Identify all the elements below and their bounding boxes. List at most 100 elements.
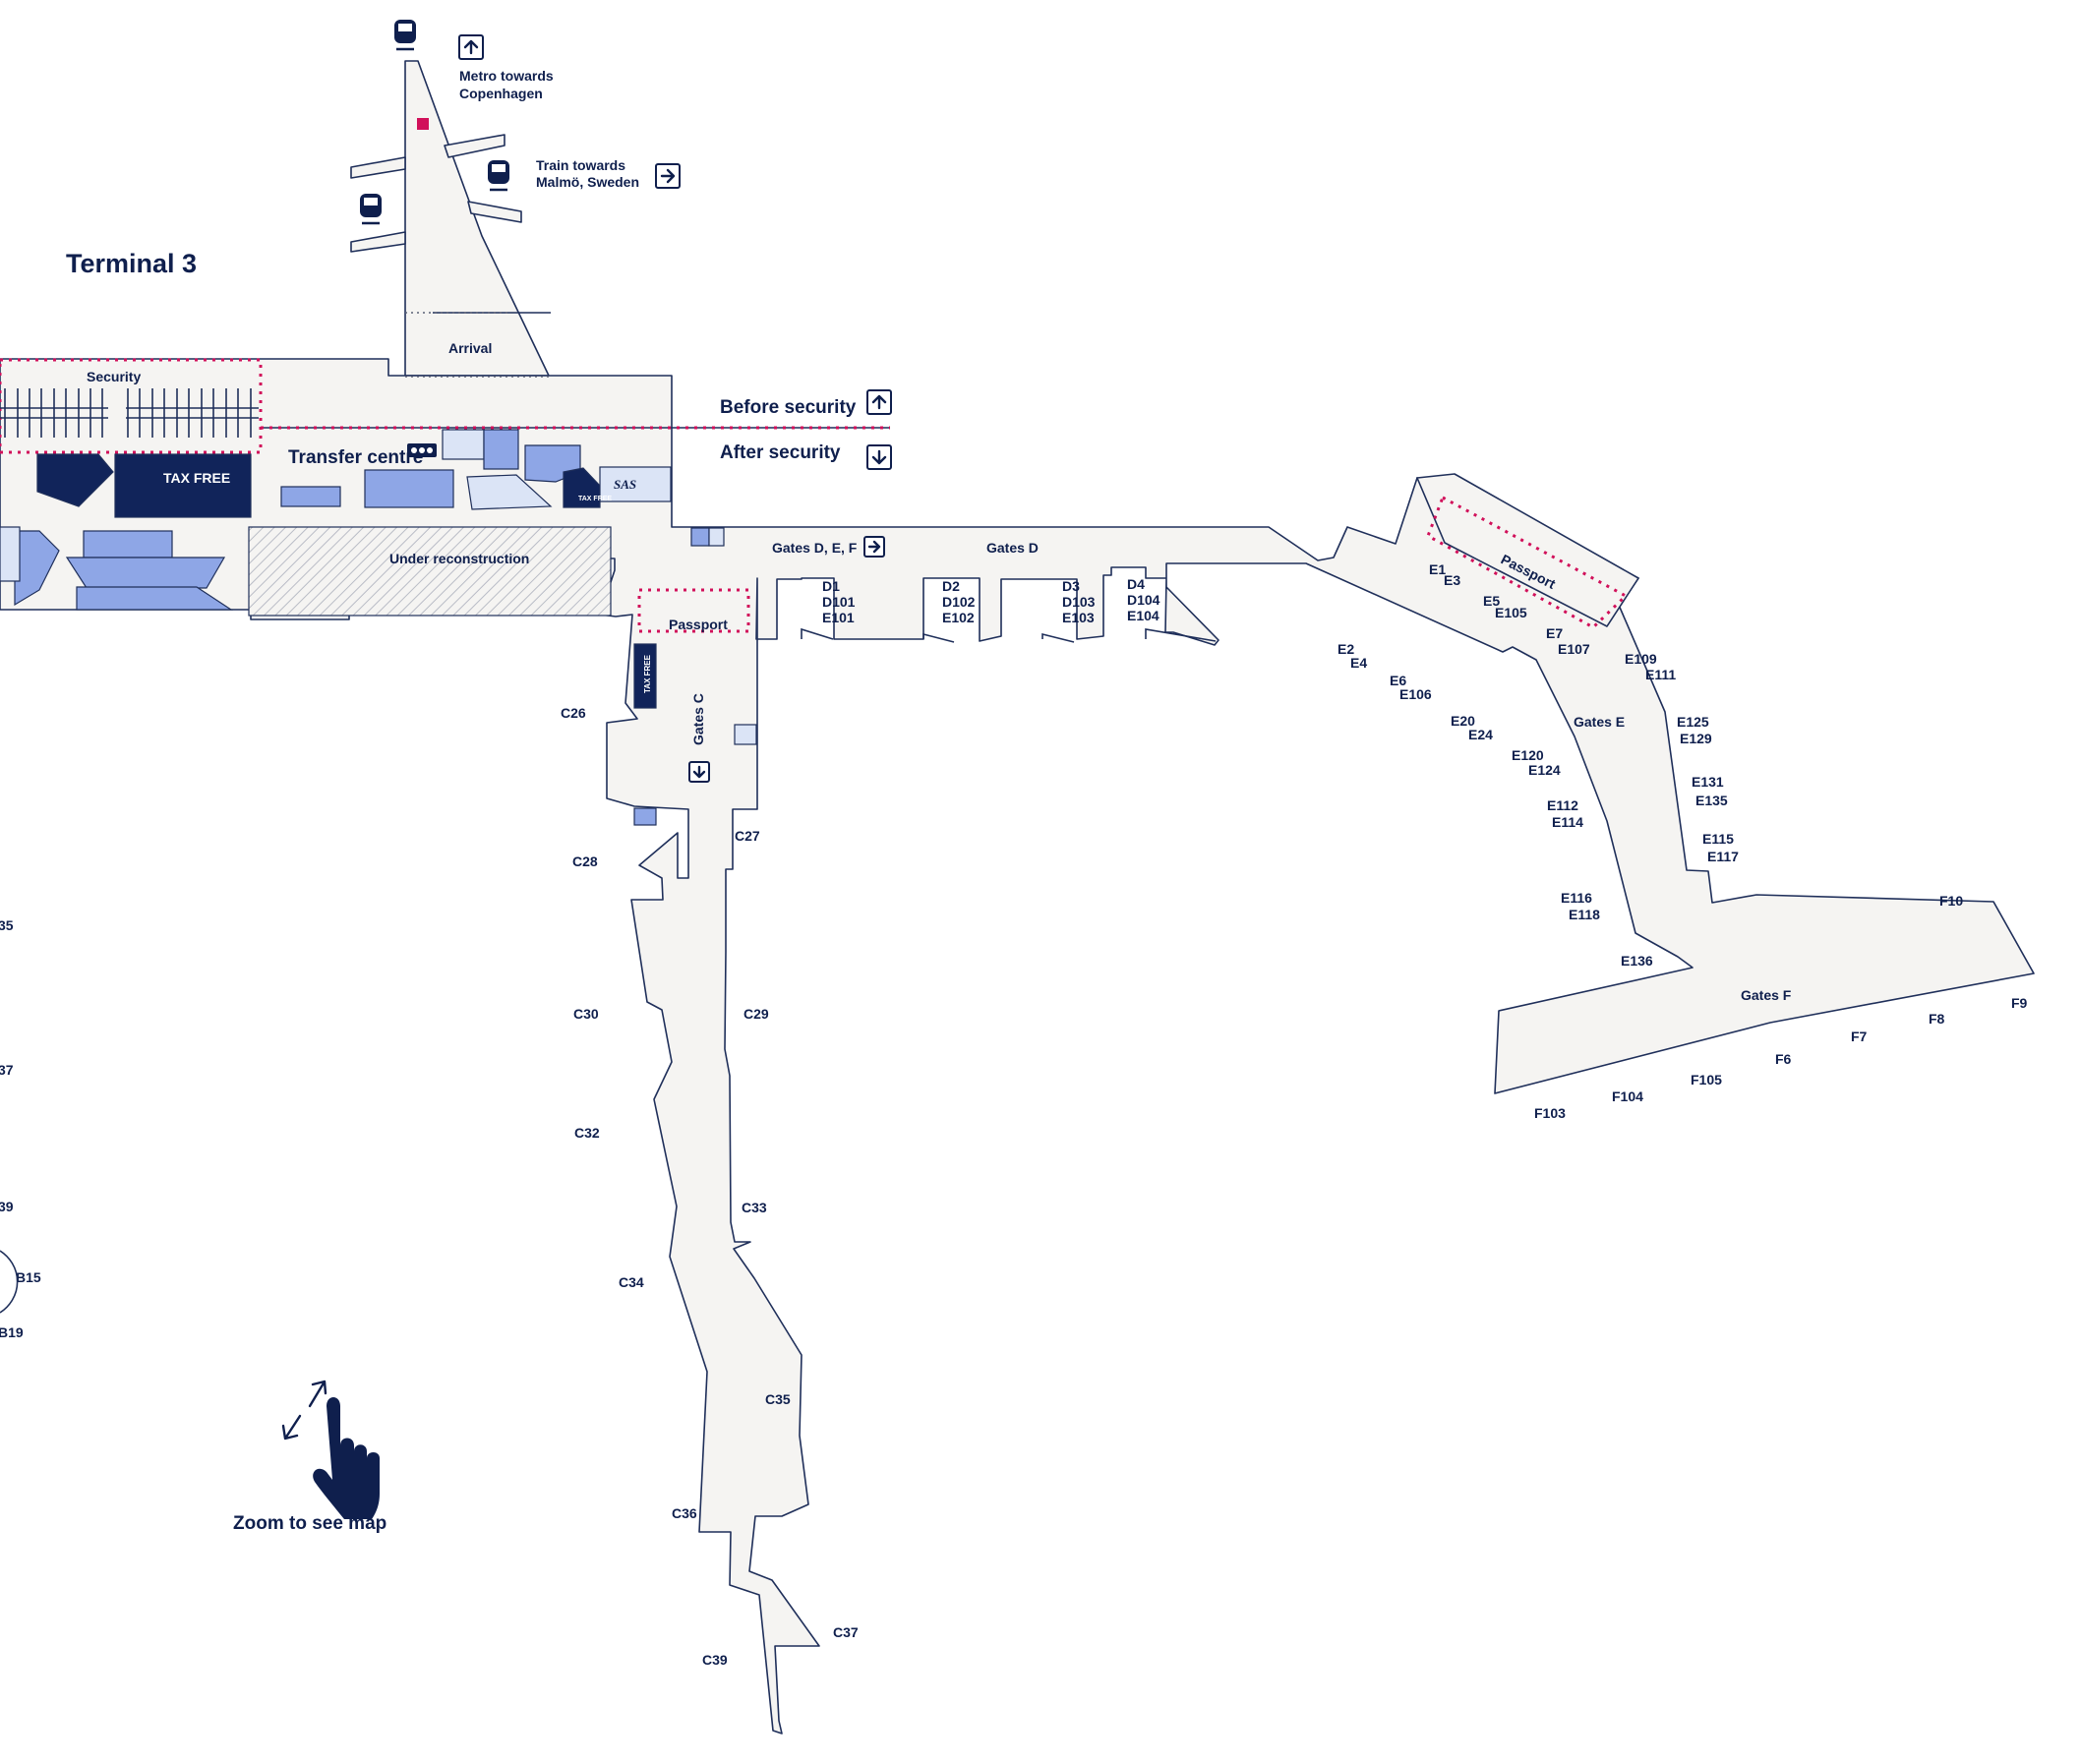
metro-label-line1: Metro towards [459,68,554,84]
shop-c-pale [734,724,757,745]
gate-label: C28 [572,853,598,869]
gate-label: F103 [1534,1105,1566,1121]
metro-station-marker-icon [417,118,429,130]
gate-label: E101 [822,610,855,625]
gate-label: 35 [0,917,14,933]
gate-label: E115 [1702,831,1734,847]
passport-c-zone [637,588,750,633]
arrival-label: Arrival [448,340,492,356]
gate-label: E116 [1561,890,1592,906]
gate-label: C27 [735,828,760,844]
gate-label: E2 [1338,641,1354,657]
security-zones [0,312,1629,633]
shop-light-left [14,530,60,607]
gate-label: D3 [1062,578,1080,594]
shop-grey [0,526,21,582]
gate-label: B15 [16,1269,41,1285]
train-label-line2: Malmö, Sweden [536,174,639,190]
gates-e-label: Gates E [1574,714,1625,730]
shop-transfer-left [280,486,341,507]
metro-label-line2: Copenhagen [459,86,543,101]
gate-label: E111 [1645,667,1676,682]
gate-label: D4 [1127,576,1145,592]
gate-label: E129 [1680,731,1712,746]
before-security-arrow-icon[interactable] [866,389,892,415]
gate-label: C37 [833,1624,859,1640]
gate-label: E117 [1707,849,1739,864]
transfer-centre-icon [407,443,437,457]
gates-c-arrow-icon[interactable] [688,761,710,783]
gate-label: C36 [672,1505,697,1521]
shop-light-top [483,429,519,470]
under-reconstruction-area [248,526,612,617]
passport-c-label: Passport [669,617,728,632]
gate-label: E107 [1558,641,1590,657]
gate-label: C34 [619,1274,644,1290]
metro-platform-arm-lower-left [350,231,406,253]
tax-free-c-shop [633,643,657,709]
tax-free-label: TAX FREE [163,470,230,486]
gate-label: E7 [1546,625,1563,641]
e-pier-passport-block [1416,473,1639,627]
tax-free-shop [114,453,252,518]
metro-platform-arm-lower-right [467,201,522,223]
gate-label: E3 [1444,572,1460,588]
gates-d-label: Gates D [986,540,1039,556]
gate-label: F6 [1775,1051,1792,1067]
gate-label: C26 [561,705,586,721]
gate-label: E136 [1621,953,1653,969]
sas-lounge [599,466,672,502]
gate-label: E106 [1399,686,1432,702]
metro-icon [394,20,416,51]
shop-dark-left [36,453,114,507]
gates-c-label: Gates C [690,693,706,745]
gate-label: E109 [1625,651,1657,667]
transfer-centre-label: Transfer centre [288,447,423,468]
before-security-label: Before security [720,397,857,418]
gate-label: B19 [0,1324,24,1340]
gate-label: E125 [1677,714,1709,730]
tax-free-small-label: TAX FREE [578,496,612,502]
gate-label: E5 [1483,593,1500,609]
gates-def-label: Gates D, E, F [772,540,858,556]
zoom-hint-label: Zoom to see map [233,1513,386,1534]
gate-label: F8 [1929,1011,1945,1027]
gate-label: F105 [1691,1072,1722,1088]
zoom-gesture-icon [281,1380,380,1519]
shop-pale-top [442,429,485,460]
gate-label: E124 [1528,762,1561,778]
shop-light-bottom [76,586,234,611]
gate-label: E24 [1468,727,1493,742]
shop-c-small [633,807,657,826]
security-label: Security [87,369,141,384]
shop-gate-d-entry-grey [708,527,725,547]
gate-label: E105 [1495,605,1527,620]
train-label-line1: Train towards [536,157,625,173]
train-arrow-right-icon[interactable] [655,163,681,189]
gate-label: F7 [1851,1029,1868,1044]
gate-label: E20 [1451,713,1475,729]
gate-label: E1 [1429,561,1446,577]
after-security-arrow-icon[interactable] [866,444,892,470]
gate-label: F10 [1939,893,1963,909]
shops [0,429,757,826]
gate-label: E131 [1692,774,1724,790]
metro-arrow-up-icon[interactable] [458,34,484,60]
shop-gate-d-entry [690,527,710,547]
shop-light-lower [65,557,226,589]
gates-c-labels: C26 C27 C28 C29 C30 C32 C33 C34 C35 C36 … [561,705,859,1668]
gates-f-label: Gates F [1741,987,1792,1003]
shop-light-center [83,530,173,559]
gate-label: D2 [942,578,960,594]
gates-def-arrow-icon[interactable] [863,536,885,558]
terminal-title: Terminal 3 [66,249,197,278]
metro-platform-area [404,60,550,377]
gate-label: C33 [742,1200,767,1215]
tax-free-c-label: TAX FREE [643,654,652,693]
gates-f-labels: F10 F9 F8 F7 F6 F105 F104 F103 [1534,893,2028,1121]
gate-label: C30 [573,1006,599,1022]
gates-d-labels: D1 D101 E101 D2 D102 E102 D3 D103 E103 D… [822,576,1160,625]
gate-label: E120 [1512,747,1544,763]
gate-label: 39 [0,1199,14,1214]
